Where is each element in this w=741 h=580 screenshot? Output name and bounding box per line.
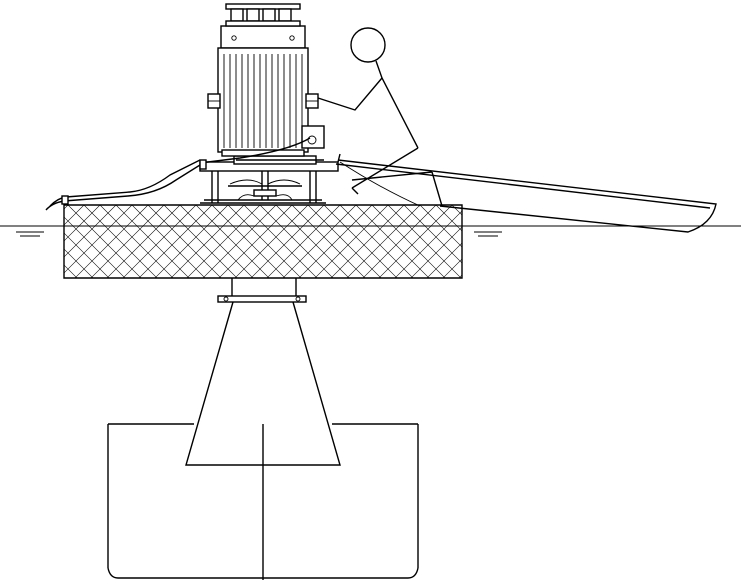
hatch-line xyxy=(218,205,293,278)
hatch-line xyxy=(378,205,453,278)
mounting-plate xyxy=(199,155,339,204)
hatch-line xyxy=(64,264,78,278)
boat xyxy=(335,159,717,233)
motor-fan-cap xyxy=(225,3,301,27)
hatch-line xyxy=(564,205,644,285)
cable-hose xyxy=(45,137,311,211)
hatch-line xyxy=(548,205,628,285)
hatch-line xyxy=(0,205,4,285)
hatch-line xyxy=(64,205,101,242)
hatch-line xyxy=(516,205,596,285)
hatch-line xyxy=(64,248,94,278)
hatch-line xyxy=(580,205,660,285)
operator-figure xyxy=(317,27,419,195)
hatch-line xyxy=(468,205,548,285)
motor xyxy=(207,25,325,157)
hatch-line xyxy=(484,205,564,285)
hatch-line xyxy=(0,205,20,285)
hatch-line xyxy=(0,205,52,285)
hatch-line xyxy=(0,205,4,285)
hatch-line xyxy=(362,205,437,278)
hatch-line xyxy=(442,258,462,278)
hatch-line xyxy=(484,205,564,285)
hatch-line xyxy=(0,205,68,285)
hatch-line xyxy=(0,205,36,285)
hatch-line xyxy=(458,274,462,278)
hatch-line xyxy=(451,205,462,216)
hatch-line xyxy=(298,205,373,278)
hatch-line xyxy=(74,205,149,278)
hatch-line xyxy=(64,205,69,210)
hatch-line xyxy=(154,205,229,278)
hatch-line xyxy=(266,205,341,278)
hatch-line xyxy=(0,205,52,285)
hatch-line xyxy=(0,205,36,285)
hatch-line xyxy=(138,205,213,278)
impeller xyxy=(228,171,302,201)
hatch-line xyxy=(394,210,462,278)
hatch-line xyxy=(202,205,277,278)
water-surface xyxy=(0,225,741,237)
hatch-line xyxy=(90,205,165,278)
hatch-line xyxy=(122,205,197,278)
draft-tube-flange xyxy=(217,278,307,303)
hatch-line xyxy=(410,226,462,278)
hatch-line xyxy=(468,205,548,285)
hatch-line xyxy=(170,205,245,278)
hatch-line xyxy=(0,205,20,285)
hatch-line xyxy=(106,205,181,278)
hatch-line xyxy=(580,205,660,285)
hatch-line xyxy=(314,205,389,278)
hatch-line xyxy=(548,205,628,285)
hatch-line xyxy=(234,205,309,278)
float-body xyxy=(0,204,660,285)
hatch-line xyxy=(426,242,462,278)
hatch-line xyxy=(346,205,421,278)
hatch-line xyxy=(64,205,117,258)
hatch-line xyxy=(64,205,85,226)
hatch-line xyxy=(282,205,357,278)
hatch-line xyxy=(564,205,644,285)
hatch-line xyxy=(250,205,325,278)
bottom-frame xyxy=(107,423,419,580)
hatch-line xyxy=(330,205,405,278)
hatch-line xyxy=(186,205,261,278)
hatch-line xyxy=(435,205,462,232)
hatch-line xyxy=(64,205,133,274)
float-hatch xyxy=(0,205,660,285)
hatch-line xyxy=(516,205,596,285)
